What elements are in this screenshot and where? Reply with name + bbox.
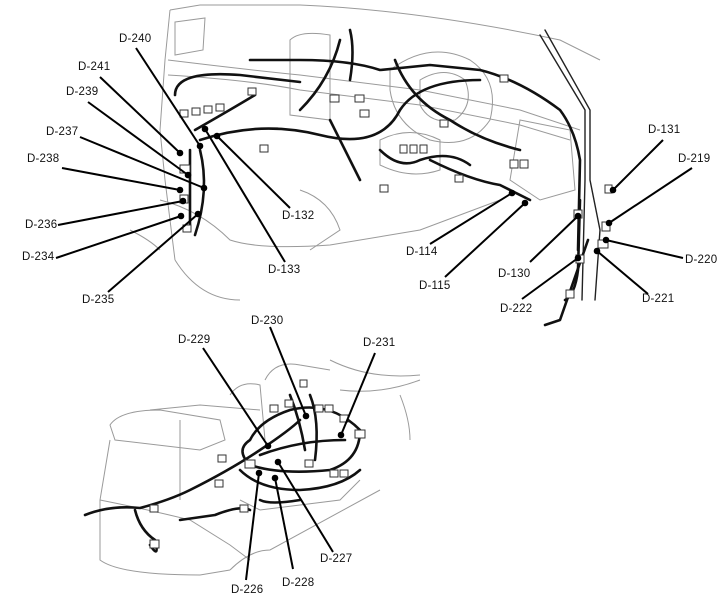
callout-dot-d226	[255, 469, 263, 477]
callout-label-d114: D-114	[406, 246, 438, 258]
callout-label-d222: D-222	[500, 303, 533, 315]
upper-connectors	[179, 74, 613, 299]
callout-dot-d239	[184, 171, 192, 179]
callout-dot-d234	[177, 212, 185, 220]
callout-dot-d228	[271, 474, 279, 482]
callout-dot-d229	[264, 442, 272, 450]
callout-dot-d227	[274, 458, 282, 466]
callout-label-d227: D-227	[320, 553, 353, 565]
callout-dot-d220	[602, 236, 610, 244]
callout-label-d231: D-231	[363, 337, 396, 349]
callout-dot-d236	[179, 197, 187, 205]
callout-label-d230: D-230	[251, 315, 284, 327]
callout-dot-d237	[200, 184, 208, 192]
callout-label-d236: D-236	[25, 219, 58, 231]
callout-leaders	[55, 47, 693, 581]
callout-dot-d230	[302, 412, 310, 420]
callout-dot-d235	[194, 210, 202, 218]
upper-harness-wires	[173, 28, 601, 327]
callout-label-d133: D-133	[268, 264, 301, 276]
callout-label-d115: D-115	[419, 280, 451, 292]
callout-label-d234: D-234	[22, 251, 55, 263]
callout-dot-d133	[201, 125, 209, 133]
callout-label-d132: D-132	[282, 210, 315, 222]
callout-label-d220: D-220	[685, 254, 718, 266]
callout-label-d228: D-228	[282, 577, 315, 589]
callout-label-d131: D-131	[648, 124, 681, 136]
callout-label-d240: D-240	[119, 33, 152, 45]
callout-dot-d131	[609, 186, 617, 194]
callout-label-d239: D-239	[66, 86, 99, 98]
callout-label-d237: D-237	[46, 126, 79, 138]
callout-dot-d114	[508, 189, 516, 197]
callout-label-d226: D-226	[231, 584, 264, 596]
callout-dot-d221	[593, 247, 601, 255]
callout-dot-d222	[574, 254, 582, 262]
callout-dot-d241	[176, 149, 184, 157]
callout-dot-d130	[574, 212, 582, 220]
callout-dot-d115	[521, 199, 529, 207]
callout-dot-d240	[196, 142, 204, 150]
callout-label-d229: D-229	[178, 334, 211, 346]
callout-dot-d219	[605, 219, 613, 227]
callout-dot-d238	[176, 186, 184, 194]
callout-label-d221: D-221	[642, 293, 675, 305]
callout-dot-d132	[213, 132, 221, 140]
callout-dot-d231	[337, 431, 345, 439]
callout-label-d235: D-235	[82, 294, 115, 306]
callout-label-d130: D-130	[498, 268, 531, 280]
callout-label-d241: D-241	[78, 61, 111, 73]
callout-label-d219: D-219	[678, 153, 711, 165]
callout-label-d238: D-238	[27, 153, 60, 165]
lower-connectors	[149, 379, 366, 549]
